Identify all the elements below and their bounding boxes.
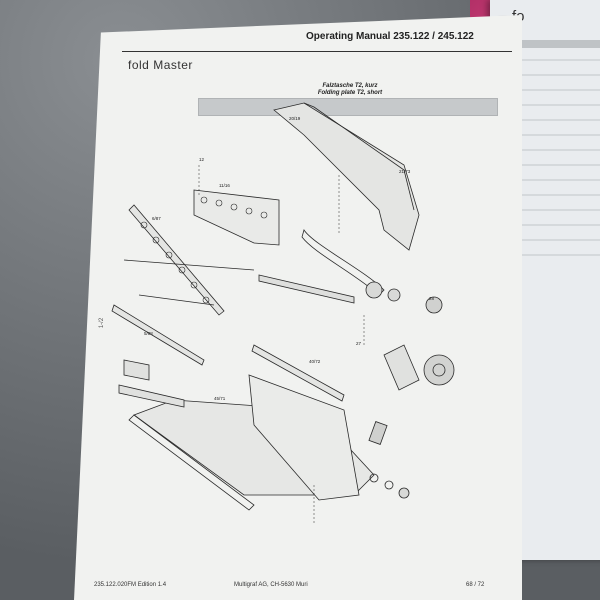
part-label: 5/88 xyxy=(144,331,153,336)
header-rule xyxy=(122,51,512,52)
foldmaster-logo: fold Master xyxy=(128,58,193,72)
exploded-parts-diagram: 12 11/16 20/19 21/73 6/87 5/88 40/72 45/… xyxy=(111,102,455,525)
background-page-table xyxy=(510,40,600,256)
frame-part xyxy=(273,102,420,251)
part-label: 6/87 xyxy=(152,216,161,221)
side-mark: 1-/2 xyxy=(99,317,106,329)
logo-part2: Master xyxy=(153,58,193,72)
manual-title: Operating Manual 235.122 / 245.122 xyxy=(306,31,474,42)
logo-part1: fold xyxy=(128,58,150,72)
caption-box xyxy=(198,98,498,116)
side-frame xyxy=(248,374,360,501)
part-label: 28 xyxy=(429,296,435,301)
part-label: 40/72 xyxy=(309,359,321,364)
rail-upper xyxy=(193,189,280,246)
shaft xyxy=(258,274,355,304)
part-label: 45/71 xyxy=(214,396,226,401)
rod xyxy=(123,259,255,271)
bracket xyxy=(123,359,150,381)
manual-page: Operating Manual 235.122 / 245.122 fold … xyxy=(74,15,522,600)
part-label: 21/73 xyxy=(399,169,411,174)
footer-page-number: 68 / 72 xyxy=(466,582,485,588)
caption-german: Falztasche T2, kurz xyxy=(322,83,378,89)
long-bar-left xyxy=(128,204,225,316)
footer-doc-id: 235.122.020FM Edition 1.4 xyxy=(94,582,167,588)
part-label: 11/16 xyxy=(219,183,230,188)
caption-english: Folding plate T2, short xyxy=(317,90,383,96)
part-label: 12 xyxy=(199,157,205,162)
pulley xyxy=(365,281,383,299)
part-label: 20/19 xyxy=(289,116,301,121)
part-label: 27 xyxy=(356,341,362,346)
gear-housing xyxy=(423,354,455,386)
footer-company: Multigraf AG, CH-5630 Muri xyxy=(234,582,308,588)
long-bar-middle xyxy=(251,344,345,402)
